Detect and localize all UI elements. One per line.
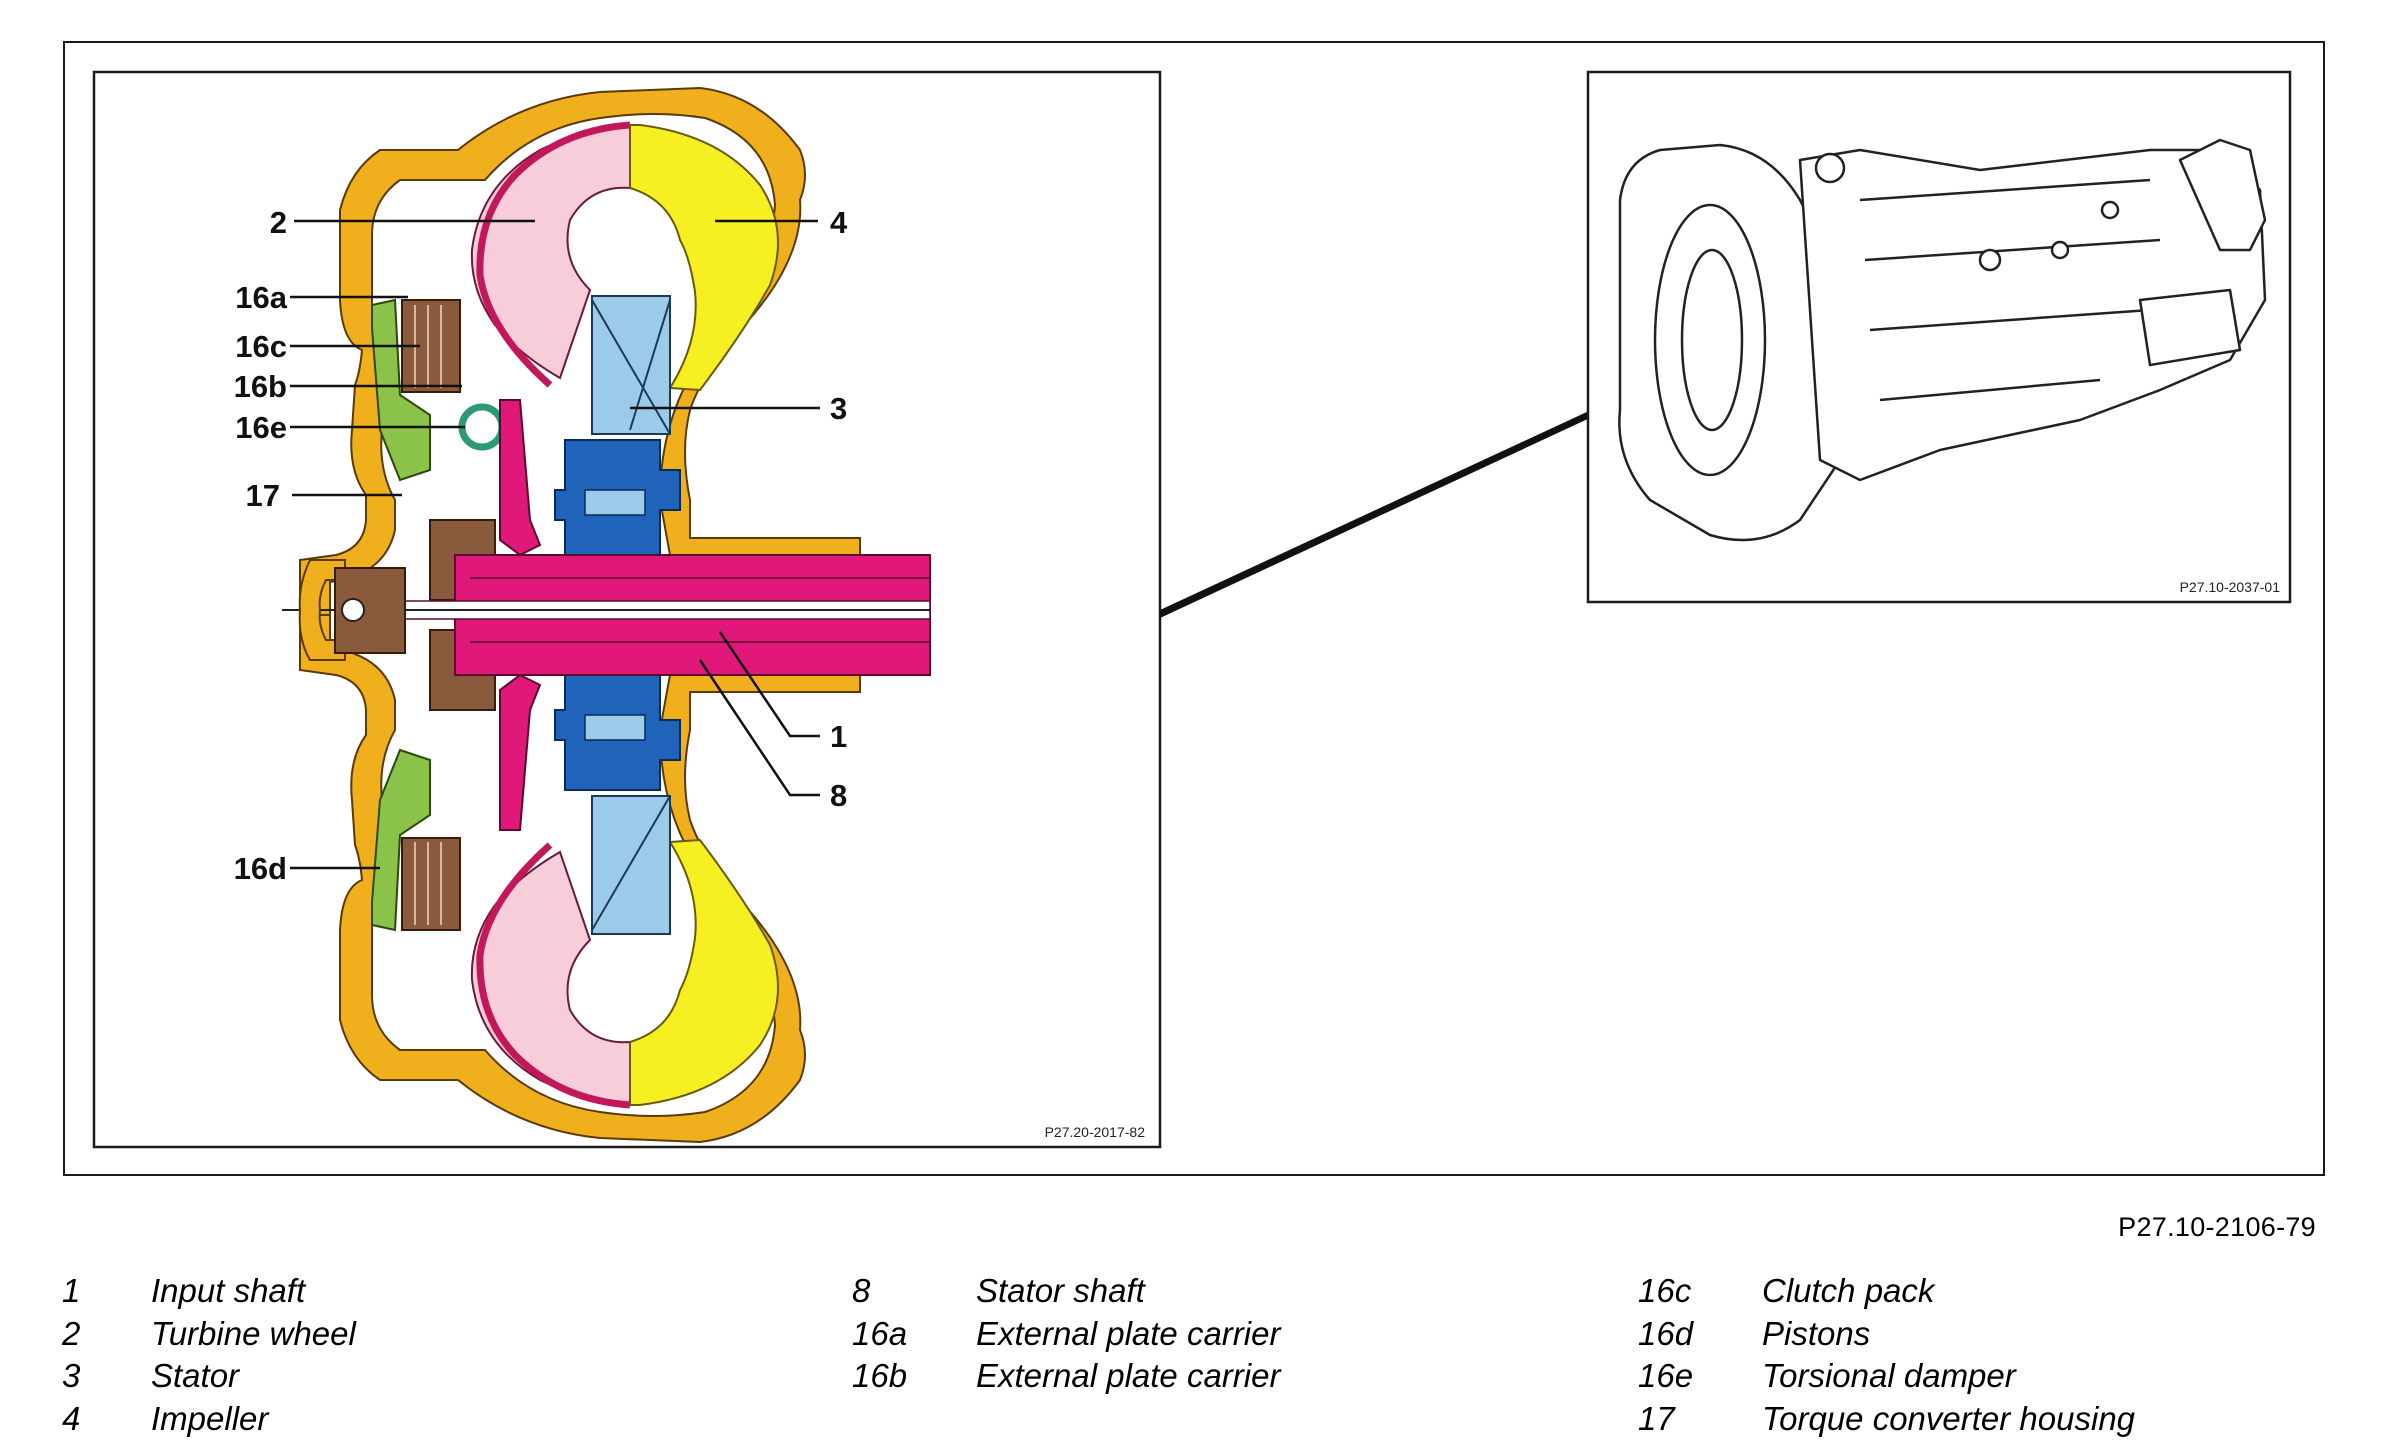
- pilot-circle: [341, 598, 365, 622]
- legend-num: 16a: [852, 1314, 908, 1352]
- outer-frame: [63, 41, 2325, 1176]
- impeller-upper: [629, 124, 779, 392]
- legend-item: 17 Torque converter housing: [1638, 1398, 2135, 1441]
- case-rib: [1869, 308, 2151, 332]
- torque-converter-cross-section: 2 4 16a 16c 16b 16e 3 17 1 8 16d P27.20-…: [234, 86, 1146, 1144]
- legend-num: 16d: [1638, 1314, 1694, 1352]
- legend-label: External plate carrier: [976, 1357, 1281, 1394]
- case-rib: [1859, 178, 2151, 202]
- legend-num: 16b: [852, 1357, 908, 1394]
- legend-item: 8 Stator shaft: [852, 1270, 1280, 1313]
- stator-hub-insert: [584, 714, 646, 741]
- turbine-hub-upper: [499, 399, 542, 557]
- bolt: [2100, 200, 2120, 220]
- stator-blade-line: [591, 795, 671, 931]
- callout-1: 1: [830, 719, 847, 754]
- turbine-shell-lower: [476, 842, 631, 1109]
- case-rib: [1879, 378, 2101, 402]
- legend-item: 16e Torsional damper: [1638, 1355, 2135, 1398]
- legend-item: 16c Clutch pack: [1638, 1270, 2135, 1313]
- callout-17: 17: [246, 478, 280, 513]
- legend-num: 17: [1638, 1399, 1675, 1437]
- legend-item: 4 Impeller: [62, 1398, 356, 1441]
- callout-2: 2: [270, 205, 287, 240]
- callout-16d: 16d: [234, 851, 287, 886]
- turbine-hub-lower: [499, 673, 542, 831]
- callout-16a: 16a: [235, 280, 287, 315]
- legend-label: Input shaft: [151, 1272, 306, 1309]
- callout-16c: 16c: [235, 329, 287, 364]
- legend-item: 16d Pistons: [1638, 1313, 2135, 1356]
- housing-upper: [299, 86, 861, 616]
- legend-item: 1 Input shaft: [62, 1270, 356, 1313]
- leader-lines: [290, 219, 820, 870]
- transmission-illustration: [1618, 138, 2267, 542]
- legend-num: 8: [852, 1272, 871, 1309]
- legend-label: Torque converter housing: [1762, 1399, 2136, 1437]
- legend-item: 2 Turbine wheel: [62, 1313, 356, 1356]
- callout-16e: 16e: [235, 410, 287, 445]
- valve-body: [2138, 288, 2242, 367]
- clutch-pack-lower: [401, 837, 461, 931]
- legend-num: 16e: [1638, 1357, 1694, 1394]
- legend-item: 16a External plate carrier: [852, 1313, 1280, 1356]
- stator-blade-line: [591, 299, 671, 435]
- piston-lower: [371, 748, 431, 932]
- legend-label: Impeller: [151, 1399, 269, 1437]
- filler-cap: [1814, 152, 1846, 184]
- legend-num: 2: [62, 1314, 81, 1352]
- legend-label: Torsional damper: [1762, 1357, 2016, 1394]
- connector-wedge: [1160, 385, 1648, 618]
- right-panel-ref: P27.10-2037-01: [2180, 579, 2281, 595]
- figure-ref: P27.10-2106-79: [2118, 1212, 2316, 1242]
- legend-label: External plate carrier: [976, 1314, 1281, 1352]
- bell-opening: [1653, 203, 1767, 477]
- legend-item: 16b External plate carrier: [852, 1355, 1280, 1398]
- legend-num: 1: [62, 1272, 81, 1309]
- housing-lower: [299, 614, 861, 1144]
- leader-1: [718, 631, 820, 738]
- stator-hub-insert: [584, 489, 646, 516]
- legend-label: Turbine wheel: [151, 1314, 356, 1352]
- callout-16b: 16b: [234, 369, 287, 404]
- legend-label: Stator: [151, 1357, 240, 1394]
- callout-3: 3: [830, 391, 847, 426]
- bolt: [2050, 240, 2070, 260]
- case-rib: [1864, 238, 2161, 262]
- tail-housing: [2178, 138, 2267, 252]
- legend-num: 4: [62, 1399, 81, 1437]
- legend-label: Clutch pack: [1762, 1272, 1935, 1309]
- bell-inner: [1680, 248, 1744, 432]
- left-panel-ref: P27.20-2017-82: [1045, 1124, 1146, 1140]
- callout-8: 8: [830, 778, 847, 813]
- torsional-damper-upper: [458, 403, 506, 451]
- legend-num: 16c: [1638, 1272, 1692, 1309]
- left-panel-frame: [92, 70, 1162, 1149]
- legend-label: Pistons: [1762, 1314, 1871, 1352]
- legend-column-1: 1 Input shaft 2 Turbine wheel 3 Stator 4 Imp…: [62, 1270, 356, 1440]
- legend-column-3: 16c Clutch pack 16d Pistons 16e Torsional d…: [1638, 1270, 2135, 1440]
- leader-8: [698, 659, 820, 797]
- legend-item: 3 Stator: [62, 1355, 356, 1398]
- legend-num: 3: [62, 1357, 81, 1394]
- bolt: [1978, 248, 2002, 272]
- callout-4: 4: [830, 205, 848, 240]
- legend-label: Stator shaft: [976, 1272, 1145, 1309]
- impeller-lower: [629, 838, 779, 1106]
